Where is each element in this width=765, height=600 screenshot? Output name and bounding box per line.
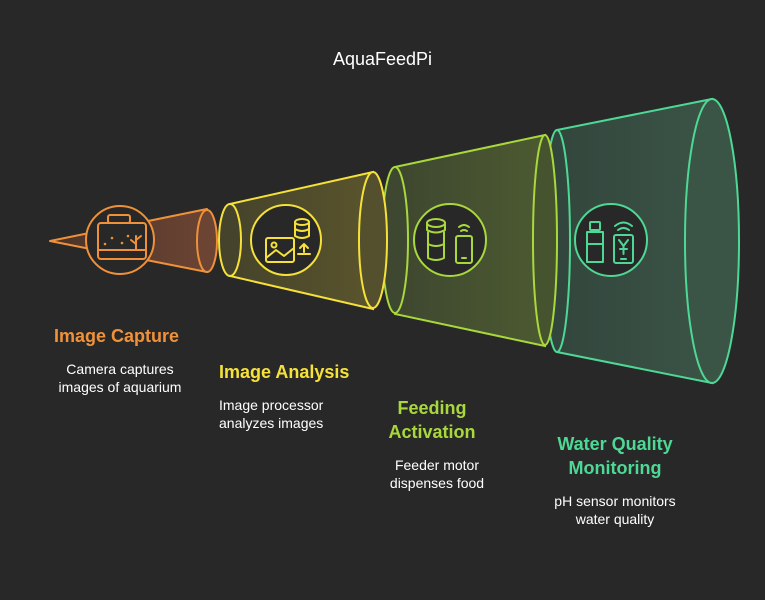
stage-title-water-quality: Water Quality Monitoring [540,432,690,480]
stage-desc-feeding-activation: Feeder motor dispenses food [362,456,512,492]
stage-title-image-capture: Image Capture [54,326,180,346]
diagram-title: AquaFeedPi [332,49,433,69]
stage-desc-line: Feeder motor [394,457,480,473]
stage-title-line: Feeding [397,398,467,418]
stage-title-image-analysis: Image Analysis [219,362,350,382]
aquarium-camera-icon [85,205,155,275]
stage-title-feeding-activation: Feeding Activation [372,396,492,444]
stage-desc-line: Image processor [219,397,324,413]
stage-title-line: Water Quality [557,434,673,454]
ph-sensor-icon [574,203,648,277]
stage-desc-image-analysis: Image processor analyzes images [219,396,379,432]
stage-desc-line: water quality [575,511,655,527]
feeder-phone-icon [413,203,487,277]
stage-desc-line: dispenses food [389,475,485,491]
stage-desc-line: pH sensor monitors [554,493,676,509]
stage-desc-line: analyzes images [219,415,324,431]
stage-desc-line: Camera captures [66,361,174,377]
stage-desc-image-capture: Camera captures images of aquarium [40,360,200,396]
stage-title-line: Activation [388,422,476,442]
stage-desc-water-quality: pH sensor monitors water quality [535,492,695,528]
stage-title-line: Monitoring [568,458,662,478]
stage-desc-line: images of aquarium [58,379,182,395]
image-database-icon [250,204,322,276]
